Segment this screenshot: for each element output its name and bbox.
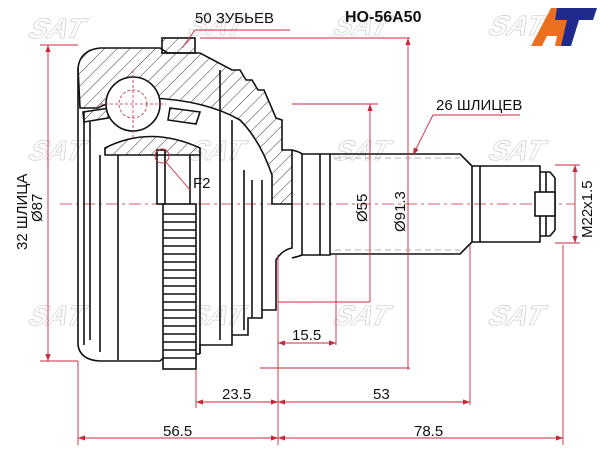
svg-text:SAT: SAT bbox=[483, 300, 552, 331]
part-number: HO-56A50 bbox=[345, 9, 422, 26]
logo-t-shape bbox=[555, 8, 597, 46]
svg-text:SAT: SAT bbox=[23, 300, 92, 331]
f2-label: F2 bbox=[193, 175, 211, 192]
dimension-lines bbox=[40, 29, 580, 445]
svg-text:SAT: SAT bbox=[328, 300, 397, 331]
svg-text:SAT: SAT bbox=[23, 13, 92, 44]
housing-section bbox=[77, 37, 293, 205]
dim-53: 53 bbox=[373, 386, 390, 403]
abs-diameter-label: Ø87 bbox=[29, 193, 46, 222]
dim-23-5: 23.5 bbox=[222, 386, 252, 403]
inner-splines-label: 32 ШЛИЦА bbox=[14, 173, 31, 250]
svg-text:SAT: SAT bbox=[23, 135, 92, 166]
svg-text:SAT: SAT bbox=[328, 135, 397, 166]
watermark-group: SAT SAT SAT SAT SAT SAT SAT SAT SAT SAT … bbox=[23, 10, 552, 332]
teeth-label: 50 ЗУБЬЕВ bbox=[195, 10, 274, 27]
thread-label: M22x1.5 bbox=[579, 180, 596, 238]
splines-label: 26 ШЛИЦЕВ bbox=[436, 97, 523, 114]
svg-text:SAT: SAT bbox=[483, 135, 552, 166]
dim-56-5: 56.5 bbox=[163, 423, 193, 440]
dim-78-5: 78.5 bbox=[414, 423, 444, 440]
abs-ring bbox=[162, 203, 197, 370]
shaft bbox=[291, 149, 556, 259]
at-logo bbox=[531, 8, 597, 46]
flange-diameter-label: Ø91.3 bbox=[392, 191, 409, 232]
dim-15-5: 15.5 bbox=[292, 327, 322, 344]
shaft-diameter-label: Ø55 bbox=[354, 193, 371, 222]
